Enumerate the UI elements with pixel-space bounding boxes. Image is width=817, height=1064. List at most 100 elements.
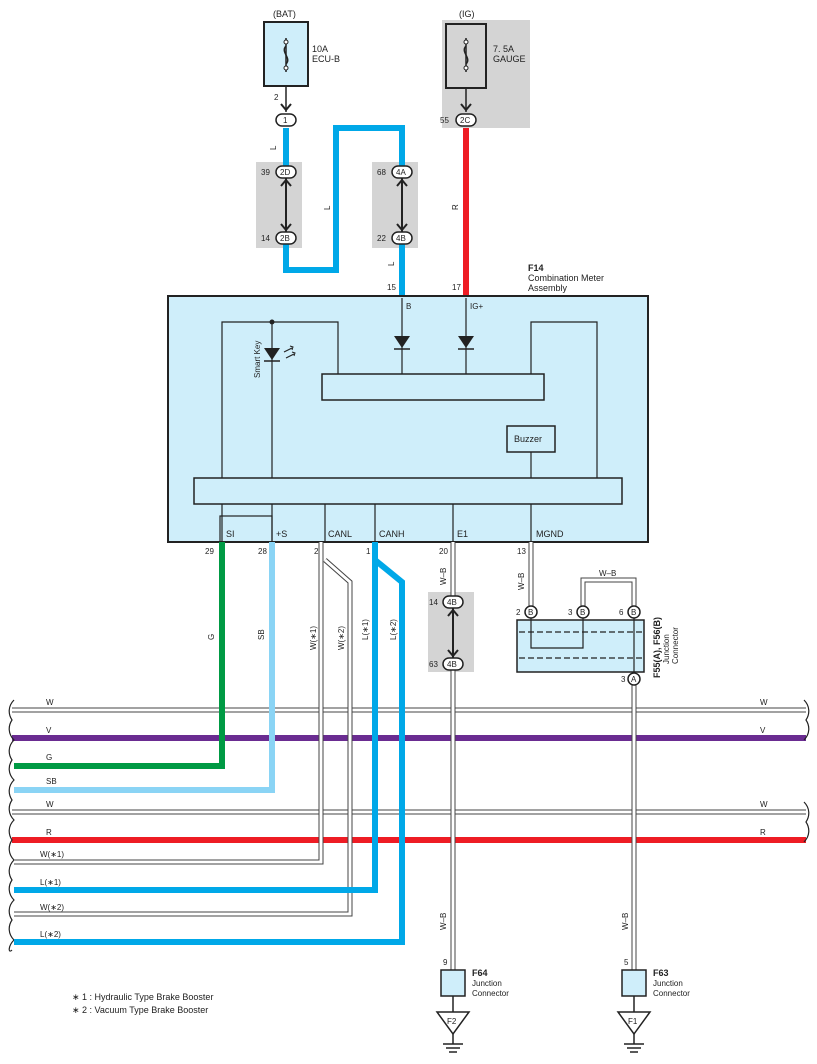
conn-b-3: B [631,608,636,617]
pin-2-top: 2 [274,93,279,102]
conn-4b-top: 4B [396,234,406,243]
f64-name-1: Junction [472,979,502,988]
meter-pin-si: SI [226,529,235,539]
meter-pin-ig: IG+ [470,302,483,311]
pin-28: 28 [258,547,267,556]
wire-label-wb-top: W–B [599,569,616,578]
bus-label-r-left: R [46,828,52,837]
pin-68: 68 [377,168,386,177]
footnote-2: ∗ 2 : Vacuum Type Brake Booster [72,1005,208,1015]
bus-label-w-b-left: W [46,800,54,809]
meter-pin-mgnd: MGND [536,529,564,539]
conn-2b: 2B [280,234,290,243]
pin-55: 55 [440,116,449,125]
pin-14-mid: 14 [429,598,438,607]
f63-code: F63 [653,968,669,978]
meter-pin-b: B [406,302,411,311]
pin-5: 5 [624,958,629,967]
meter-title-1: Combination Meter [528,273,604,283]
combination-meter-assembly: F14 Combination Meter Assembly B IG+ [167,263,649,543]
wire-l-top [283,125,405,296]
f63-name-2: Connector [653,989,690,998]
pin-2-f55: 2 [516,608,521,617]
conn-b-1: B [528,608,533,617]
bus-label-v-right: V [760,726,766,735]
pin-3-f55-a: 3 [621,675,626,684]
f55-name-2: Connector [671,627,680,664]
pin-2-canl: 2 [314,547,319,556]
ig-rating: 7. 5A [493,44,514,54]
wire-label-l-2: L [323,205,332,210]
wire-label-r: R [451,204,460,210]
pin-29: 29 [205,547,214,556]
fuse-gauge: (IG) 7. 5A GAUGE [442,9,530,128]
bus-label-l2: L(∗2) [40,930,61,939]
pin-1-canh: 1 [366,547,371,556]
junction-connector-f55-f56: B B B A 2 3 6 3 F55(A), F56(B) Junction … [516,605,680,686]
bat-fuse-name: ECU-B [312,54,340,64]
meter-pin-canl: CANL [328,529,352,539]
fuse-ecu-b: (BAT) 10A ECU-B [263,9,340,87]
conn-a: A [631,675,637,684]
pin-63: 63 [429,660,438,669]
wire-label-l-1: L [269,145,278,150]
ig-fuse-name: GAUGE [493,54,526,64]
pin-22: 22 [377,234,386,243]
wire-label-wb-5: W–B [621,913,630,930]
bus-label-g: G [46,753,52,762]
conn-1: 1 [283,116,288,125]
wire-label-w1: W(∗1) [309,626,318,650]
pin-15: 15 [387,283,396,292]
wire-label-wb-1: W–B [439,568,448,585]
junction-connector-f63: F1 5 F63 Junction Connector [616,958,690,1053]
bat-rating: 10A [312,44,328,54]
wire-label-wb-3: W–B [439,913,448,930]
f63-name-1: Junction [653,979,683,988]
pin-17: 17 [452,283,461,292]
wire-l-2 [14,557,405,945]
buzzer-label: Buzzer [514,434,542,444]
bus-label-w-a-left: W [46,698,54,707]
bus-label-w2: W(∗2) [40,903,64,912]
meter-pin-s: +S [276,529,287,539]
f64-code: F64 [472,968,488,978]
bat-label: (BAT) [273,9,296,19]
bus-label-l1: L(∗1) [40,878,61,887]
conn-4b-low: 4B [447,660,457,669]
wire-label-sb: SB [257,629,266,640]
bus-end-brackets [8,699,810,952]
pin-6-f55: 6 [619,608,624,617]
wire-label-wb-2: W–B [517,573,526,590]
wire-mgnd [528,542,637,970]
bus-label-r-right: R [760,828,766,837]
bus-lines [12,707,806,843]
wire-label-lc2: L(∗2) [389,619,398,640]
ig-label: (IG) [459,9,475,19]
pin-3-f55: 3 [568,608,573,617]
conn-4b-mid: 4B [447,598,457,607]
f55-name-1: Junction [662,634,671,664]
wire-l-1 [14,542,378,893]
meter-code: F14 [528,263,544,273]
wire-label-w2: W(∗2) [337,626,346,650]
smart-key-label: Smart Key [253,341,262,378]
meter-pin-e1: E1 [457,529,468,539]
conn-b-2: B [580,608,585,617]
bus-label-w-a-right: W [760,698,768,707]
wire-g [14,542,225,769]
junction-connector-f64: F2 9 F64 Junction Connector [435,958,509,1053]
pin-9: 9 [443,958,448,967]
bus-label-v-left: V [46,726,52,735]
f64-ground: F2 [447,1017,457,1026]
pin-14-top: 14 [261,234,270,243]
wire-label-lc1: L(∗1) [361,619,370,640]
wire-sb [14,542,275,793]
bus-label-w1: W(∗1) [40,850,64,859]
bus-label-sb: SB [46,777,57,786]
wire-label-l-3: L [387,261,396,266]
f55-code: F55(A), F56(B) [652,617,662,678]
pin-39: 39 [261,168,270,177]
meter-title-2: Assembly [528,283,568,293]
